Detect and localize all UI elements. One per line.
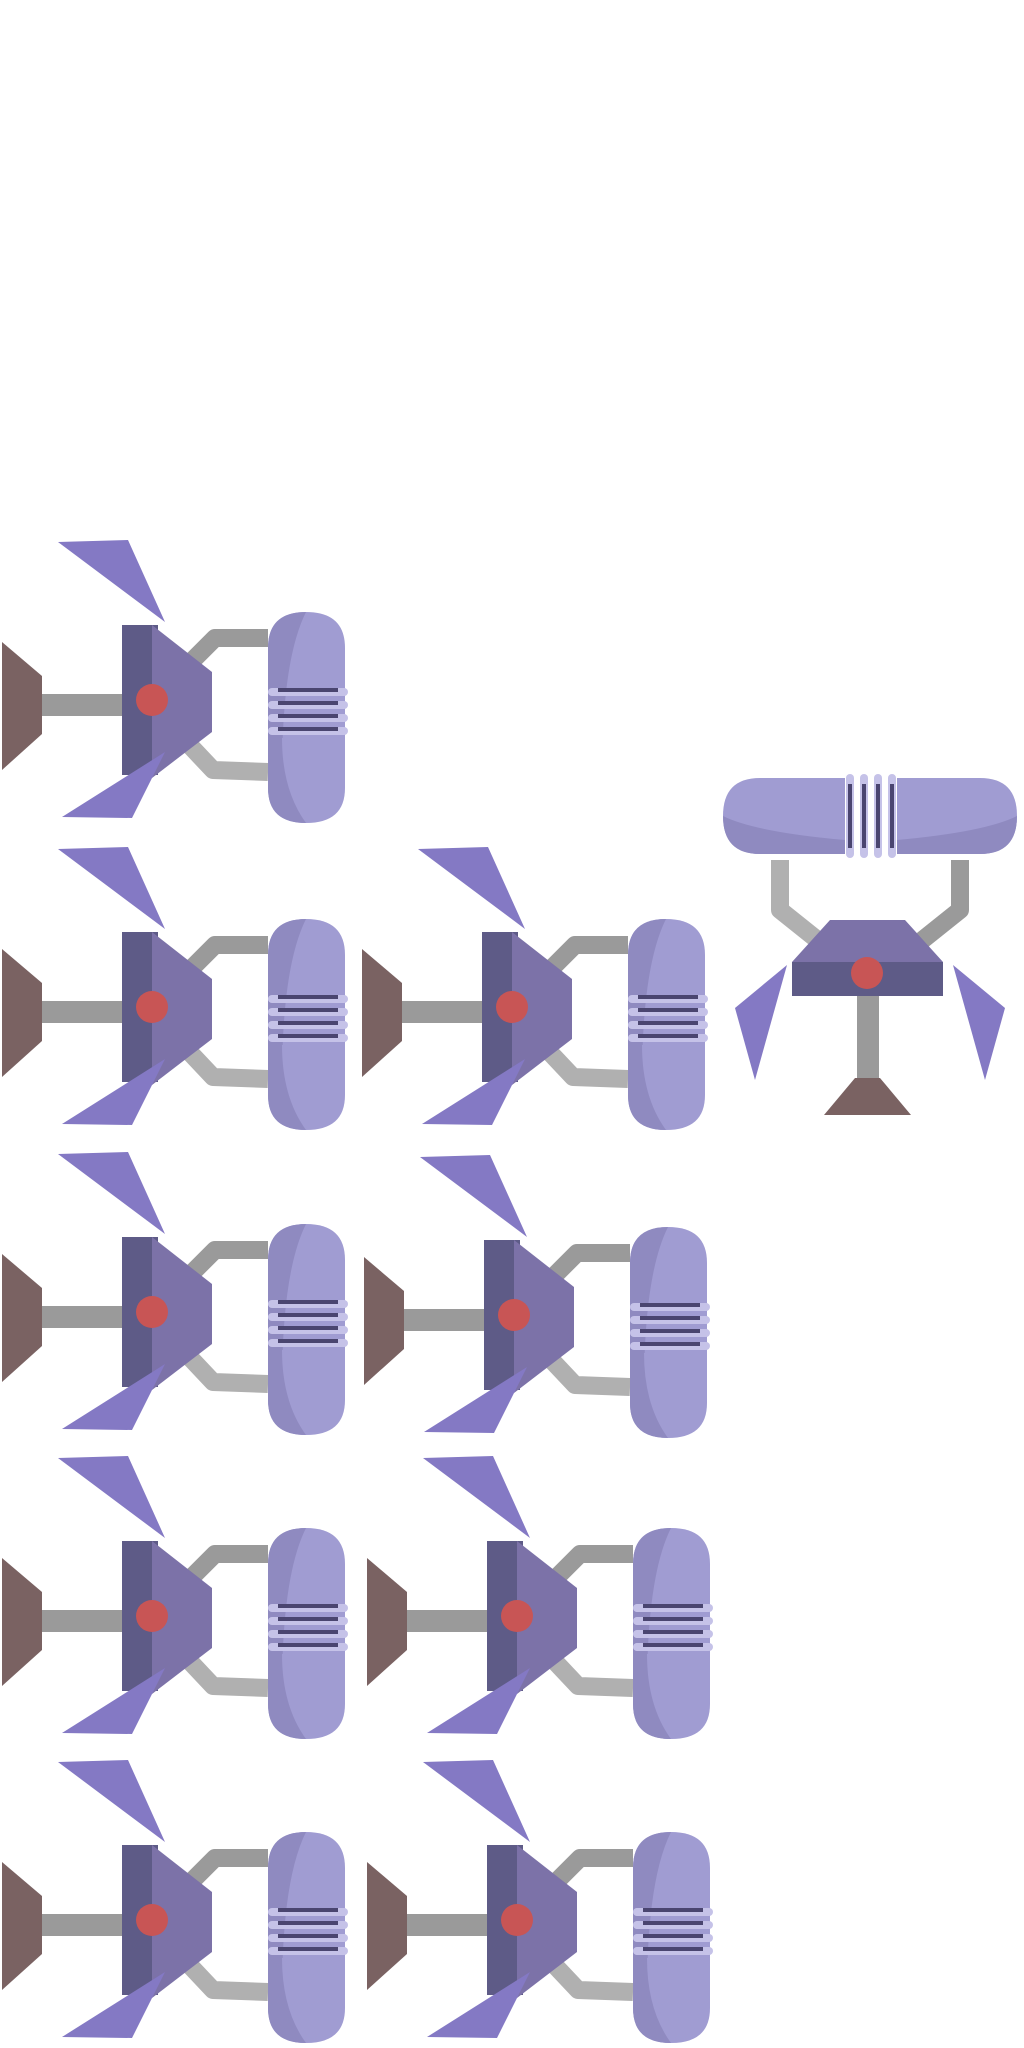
claw-sprite-6 (362, 1135, 732, 1445)
claw-sprite-10 (365, 1740, 735, 2048)
claw-sprite-9 (0, 1740, 370, 2048)
claw-sprite-7-body (2, 1456, 348, 1739)
claw-sprite-2-body (2, 847, 348, 1130)
claw-sprite-6-body (364, 1155, 710, 1438)
claw-sprite-4 (715, 770, 1024, 1140)
claw-sprite-9-body (2, 1760, 348, 2043)
claw-sprite-1-body (2, 540, 348, 823)
claw-sprite-3 (360, 827, 730, 1137)
claw-sprite-3-body (362, 847, 708, 1130)
claw-sprite-4-body (723, 774, 1017, 1115)
claw-sprite-5-body (2, 1152, 348, 1435)
claw-sprite-8 (365, 1436, 735, 1746)
claw-sprite-8-body (367, 1456, 713, 1739)
claw-sprite-1 (0, 520, 370, 830)
claw-sprite-5 (0, 1132, 370, 1442)
claw-sprite-2 (0, 827, 370, 1137)
claw-sprite-7 (0, 1436, 370, 1746)
claw-sprite-10-body (367, 1760, 713, 2043)
